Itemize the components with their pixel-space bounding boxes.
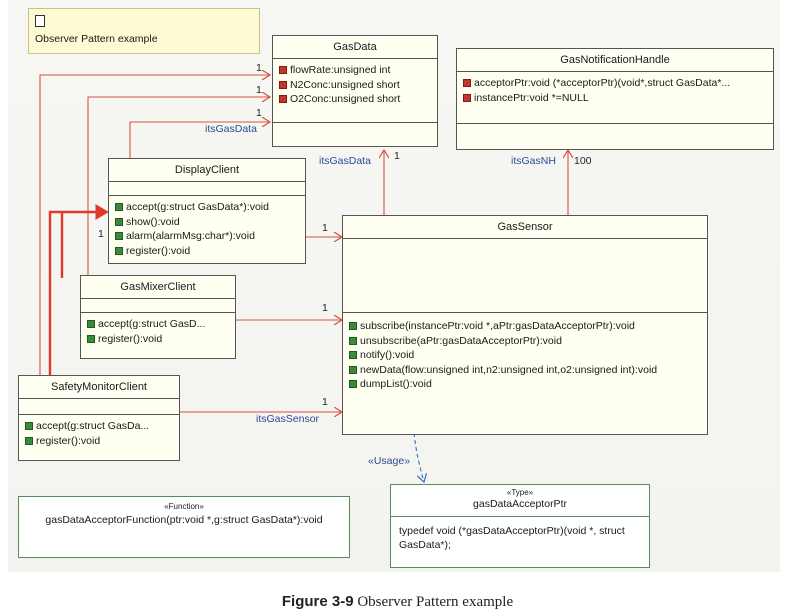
type-definition-line2: GasData*); (399, 539, 451, 551)
class-name: GasData (273, 36, 437, 59)
type-stereotype: «Type» (506, 488, 534, 497)
class-gas-data[interactable]: GasData flowRate:unsigned int N2Conc:uns… (272, 35, 438, 147)
attributes-section (81, 299, 235, 313)
figure-caption: Figure 3-9 Observer Pattern example (0, 593, 795, 611)
multiplicity-label: 1 (98, 228, 104, 240)
attributes-section: flowRate:unsigned int N2Conc:unsigned sh… (273, 59, 437, 123)
role-label-its-gas-sensor: itsGasSensor (256, 413, 320, 425)
operation-row: unsubscribe(aPtr:gasDataAcceptorPtr):voi… (349, 334, 703, 349)
attribute-icon (279, 66, 287, 75)
attributes-section (343, 239, 707, 313)
operations-section: accept(g:struct GasData*):void show():vo… (109, 196, 305, 260)
type-definition-line1: typedef void (*gasDataAcceptorPtr)(void … (399, 525, 625, 537)
attribute-row: flowRate:unsigned int (279, 63, 433, 78)
assoc-display-gasdata (129, 122, 270, 158)
operation-icon (25, 422, 33, 431)
attributes-section (109, 182, 305, 196)
operation-icon (115, 217, 123, 226)
operation-icon (349, 322, 357, 331)
operation-row: register():void (25, 434, 175, 449)
class-safety-monitor-client[interactable]: SafetyMonitorClient accept(g:struct GasD… (18, 375, 180, 461)
note-text: Observer Pattern example (35, 33, 158, 45)
class-gas-sensor[interactable]: GasSensor subscribe(instancePtr:void *,a… (342, 215, 708, 435)
generalization-arrowhead (95, 204, 109, 220)
attribute-row: instancePtr:void *=NULL (463, 91, 769, 106)
multiplicity-label: 1 (256, 62, 262, 74)
usage-dependency (413, 432, 424, 482)
operation-row: register():void (115, 244, 301, 259)
attribute-row: O2Conc:unsigned short (279, 92, 433, 107)
class-display-client[interactable]: DisplayClient accept(g:struct GasData*):… (108, 158, 306, 264)
class-name: GasSensor (343, 216, 707, 239)
operation-icon (349, 336, 357, 345)
role-label-its-gas-data: itsGasData (319, 155, 371, 167)
operation-row: alarm(alarmMsg:char*):void (115, 229, 301, 244)
figure-caption-text: Observer Pattern example (353, 594, 514, 610)
operation-icon (115, 203, 123, 212)
multiplicity-label: 1 (322, 396, 328, 408)
pattern-note: Observer Pattern example (28, 8, 260, 54)
attribute-icon (279, 95, 287, 104)
operation-row: register():void (87, 332, 231, 347)
class-name: DisplayClient (109, 159, 305, 182)
diagram-canvas: Observer Pattern example GasData flowRat… (8, 0, 780, 572)
assoc-safety-gasdata (39, 75, 270, 378)
class-name: GasMixerClient (81, 276, 235, 299)
operation-row: show():void (115, 215, 301, 230)
multiplicity-label: 100 (574, 155, 592, 167)
class-name: GasNotificationHandle (457, 49, 773, 72)
class-gas-notification-handle[interactable]: GasNotificationHandle acceptorPtr:void (… (456, 48, 774, 150)
multiplicity-label: 1 (322, 222, 328, 234)
class-name: SafetyMonitorClient (19, 376, 179, 399)
class-gas-mixer-client[interactable]: GasMixerClient accept(g:struct GasD... r… (80, 275, 236, 359)
operation-icon (87, 320, 95, 329)
connectors (39, 0, 780, 572)
attributes-section (19, 399, 179, 415)
multiplicity-label: 1 (322, 302, 328, 314)
function-stereotype: «Function» (164, 502, 204, 511)
operations-section: accept(g:struct GasD... register():void (81, 313, 235, 348)
usage-stereotype-label: «Usage» (368, 455, 411, 467)
function-box[interactable]: «Function» gasDataAcceptorFunction(ptr:v… (18, 496, 350, 558)
operation-row: subscribe(instancePtr:void *,aPtr:gasDat… (349, 319, 703, 334)
assoc-mixer-gasdata (87, 97, 270, 278)
operation-icon (115, 246, 123, 255)
type-box[interactable]: «Type» gasDataAcceptorPtr typedef void (… (390, 484, 650, 568)
role-label-its-gas-data: itsGasData (205, 123, 257, 135)
operations-section: accept(g:struct GasDa... register():void (19, 415, 179, 450)
type-header: «Type» gasDataAcceptorPtr (391, 488, 649, 517)
note-icon (35, 15, 45, 27)
attribute-row: acceptorPtr:void (*acceptorPtr)(void*,st… (463, 76, 769, 91)
figure-number: Figure 3-9 (281, 593, 354, 610)
multiplicity-label: 1 (394, 150, 400, 162)
operation-row: dumpList():void (349, 377, 703, 392)
attribute-icon (463, 79, 471, 88)
generalization-safety-display (48, 210, 98, 378)
multiplicity-label: 1 (256, 107, 262, 119)
multiplicity-label: 1 (256, 84, 262, 96)
attribute-icon (279, 80, 287, 89)
operation-row: newData(flow:unsigned int,n2:unsigned in… (349, 363, 703, 378)
operation-icon (25, 436, 33, 445)
operation-row: notify():void (349, 348, 703, 363)
operation-icon (349, 380, 357, 389)
operation-icon (87, 334, 95, 343)
operation-icon (115, 232, 123, 241)
operations-section (457, 124, 773, 150)
function-signature: gasDataAcceptorFunction(ptr:void *,g:str… (45, 514, 323, 526)
operations-section (273, 123, 437, 147)
attribute-icon (463, 93, 471, 102)
type-name: gasDataAcceptorPtr (473, 498, 567, 510)
role-label-its-gas-nh: itsGasNH (511, 155, 556, 167)
operation-row: accept(g:struct GasData*):void (115, 200, 301, 215)
operation-icon (349, 365, 357, 374)
operation-row: accept(g:struct GasD... (87, 317, 231, 332)
operations-section: subscribe(instancePtr:void *,aPtr:gasDat… (343, 313, 707, 394)
attribute-row: N2Conc:unsigned short (279, 78, 433, 93)
attributes-section: acceptorPtr:void (*acceptorPtr)(void*,st… (457, 72, 773, 124)
operation-row: accept(g:struct GasDa... (25, 419, 175, 434)
operation-icon (349, 351, 357, 360)
